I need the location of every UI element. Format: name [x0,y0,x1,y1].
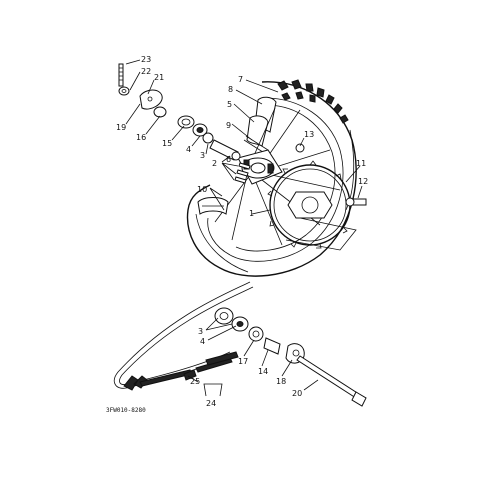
callout-19: 19 [116,123,126,132]
rim-tube [243,96,277,155]
callout-3: 3 [200,151,205,160]
callout-10: 10 [197,185,207,194]
callout-8: 8 [228,85,233,94]
callout-2: 2 [212,159,217,168]
callout-24: 24 [206,399,216,408]
callout-13: 13 [304,130,314,139]
callout-4: 4 [186,145,191,154]
rear-sprocket [267,143,367,251]
callout-21: 21 [154,73,164,82]
callout-17: 17 [238,357,248,366]
drive-chain [113,281,254,391]
callout-16: 16 [136,133,146,142]
callout-7: 7 [238,75,243,84]
callout-15: 15 [162,139,172,148]
callout-18: 18 [276,377,286,386]
drawing-code: 3FW010-8280 [106,407,146,414]
callout-25: 25 [190,377,200,386]
upper-hub-parts [118,63,251,184]
callout-6: 6 [226,155,231,164]
lower-axle-parts [183,307,367,407]
callout-22: 22 [141,67,151,76]
callout-4-lower: 4 [200,337,205,346]
rear-tire [186,79,357,277]
callout-12: 12 [358,177,368,186]
callout-3-lower: 3 [198,327,203,336]
leader-lines [125,59,363,397]
callout-23: 23 [141,55,151,64]
callout-20: 20 [292,389,302,398]
callout-11: 11 [356,159,366,168]
callout-9: 9 [226,121,231,130]
callout-1: 1 [249,209,254,218]
callout-14: 14 [258,367,268,376]
callout-labels: 23 22 21 19 16 15 4 3 2 6 7 8 5 9 13 10 … [106,55,368,414]
callout-5: 5 [227,100,232,109]
